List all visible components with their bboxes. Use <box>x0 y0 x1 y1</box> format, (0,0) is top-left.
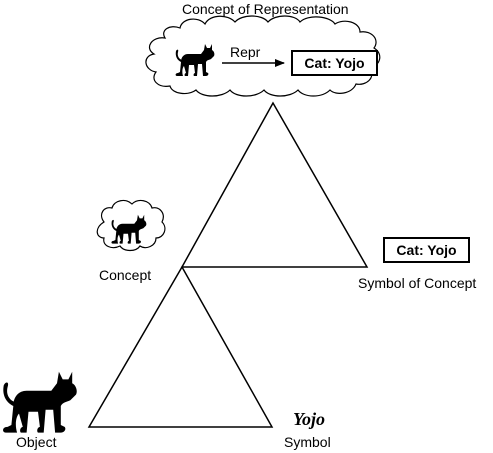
symbol-of-concept-box: Cat: Yojo <box>383 237 470 263</box>
symbol-label: Symbol <box>284 434 331 450</box>
symbol-word: Yojo <box>293 409 326 429</box>
upper-triangle-icon <box>180 101 369 268</box>
meta-symbol-box: Cat: Yojo <box>291 50 378 76</box>
meta-concept-title: Concept of Representation <box>182 1 349 17</box>
object-label: Object <box>16 434 57 450</box>
cat-icon <box>3 371 77 433</box>
symbol-of-concept-label: Symbol of Concept <box>358 275 477 291</box>
repr-label: Repr <box>230 44 261 60</box>
meta-cloud-icon <box>145 15 381 97</box>
lower-triangle-icon <box>87 265 274 428</box>
concept-label: Concept <box>99 267 152 283</box>
